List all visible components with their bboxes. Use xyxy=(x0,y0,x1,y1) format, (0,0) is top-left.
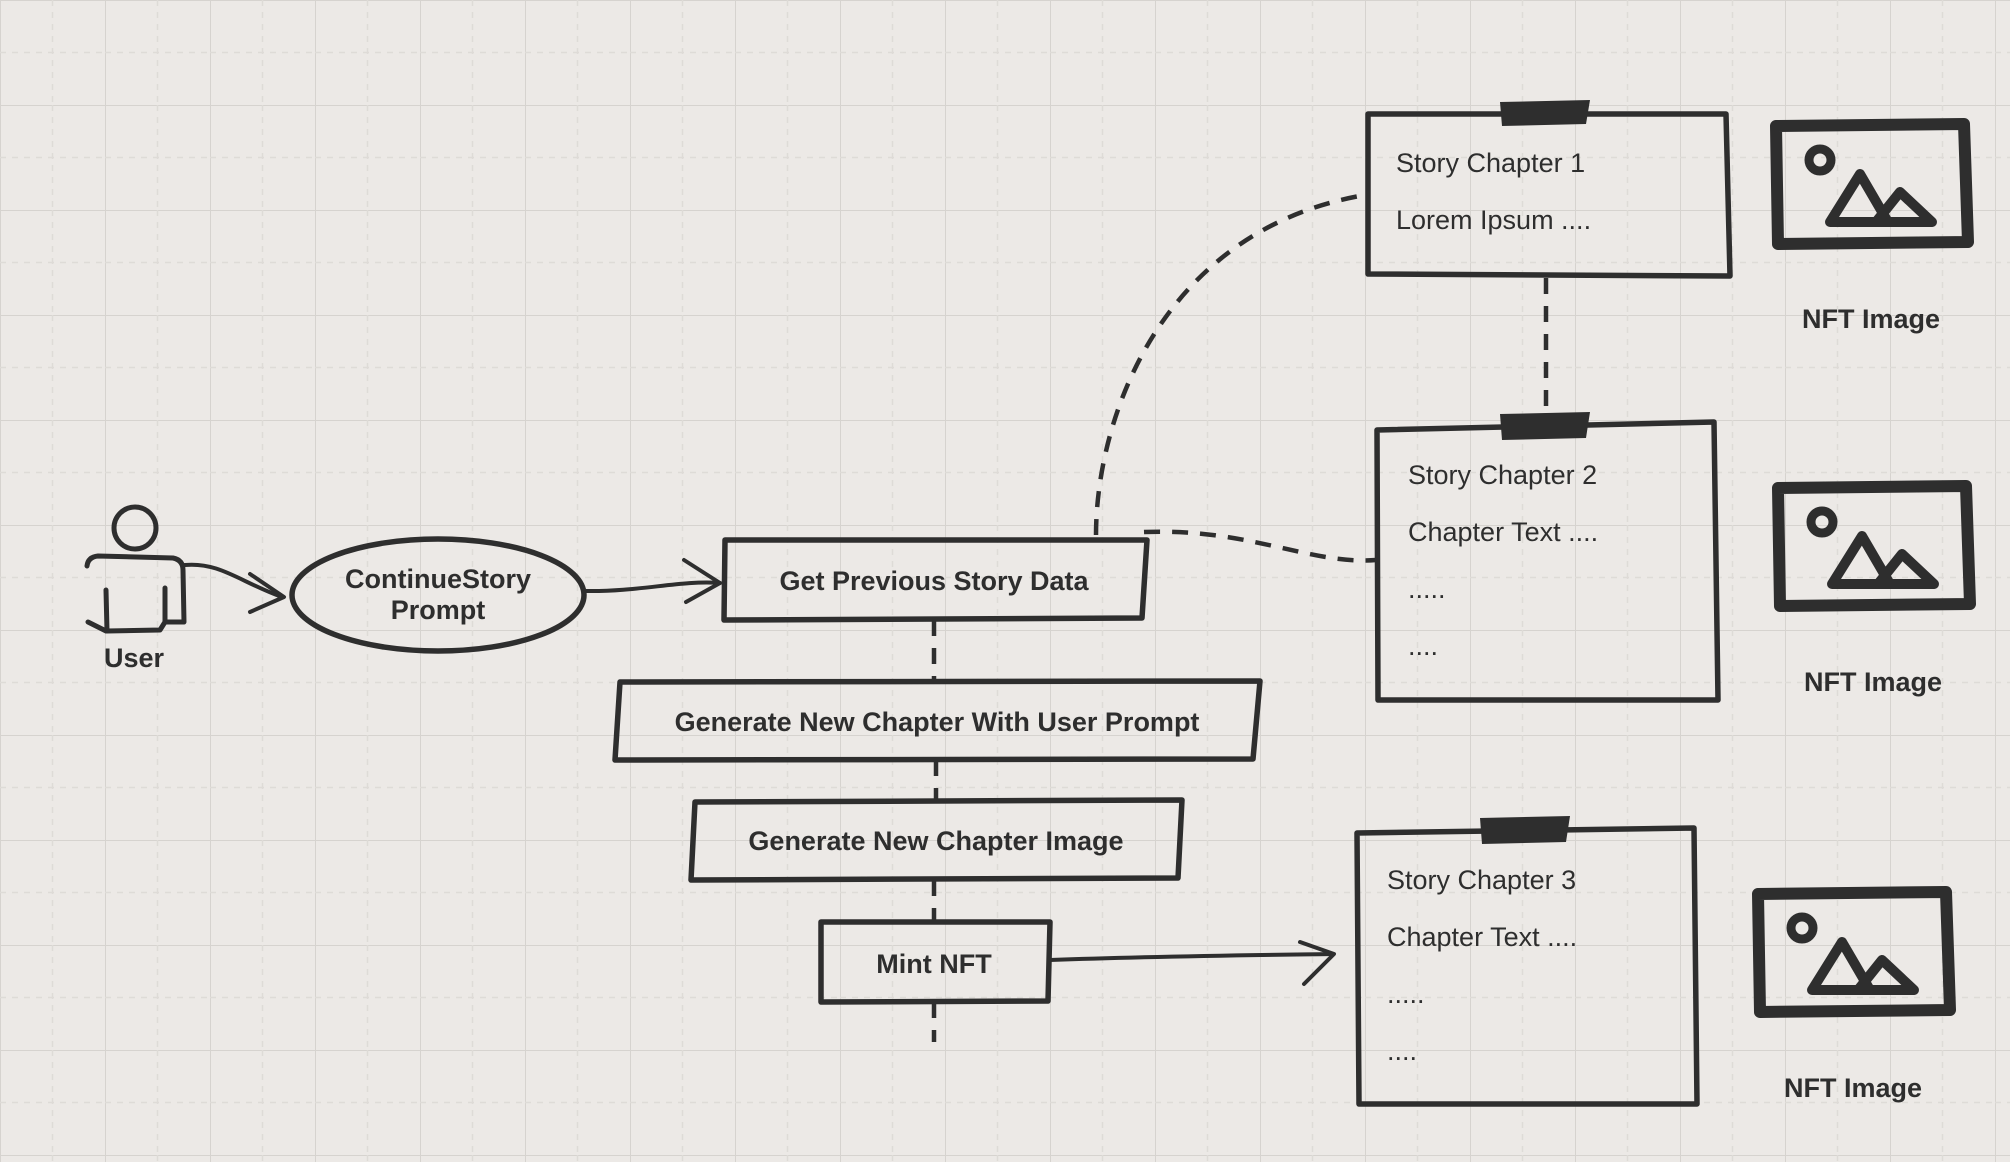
fetch-to-chapter2-link xyxy=(1143,529,1377,563)
nft-caption: NFT Image xyxy=(1804,667,1942,697)
prompt-label-line1: ContinueStory xyxy=(345,564,531,594)
prompt-label-line2: Prompt xyxy=(391,595,486,625)
step-mint-nft[interactable]: Mint NFT xyxy=(818,919,1053,1005)
step-label: Get Previous Story Data xyxy=(779,566,1089,596)
continue-story-prompt-node[interactable]: ContinueStory Prompt xyxy=(289,536,587,654)
nft-image-1[interactable]: NFT Image xyxy=(1770,118,1974,334)
step-label: Mint NFT xyxy=(876,949,992,979)
step-get-previous-story-data[interactable]: Get Previous Story Data xyxy=(721,537,1150,623)
chapter-line: ..... xyxy=(1408,574,1446,604)
nft-image-3[interactable]: NFT Image xyxy=(1752,886,1956,1103)
prompt-to-fetch-arrow xyxy=(583,580,722,594)
image-icon xyxy=(1772,480,1976,612)
image-icon xyxy=(1752,886,1956,1018)
chapter-line: Lorem Ipsum .... xyxy=(1396,205,1591,235)
chapter-line: .... xyxy=(1408,631,1438,661)
chapter-title: Story Chapter 2 xyxy=(1408,460,1597,490)
chapter-card-2[interactable]: Story Chapter 2 Chapter Text .... ..... … xyxy=(1374,412,1721,703)
chapter-line: .... xyxy=(1387,1036,1417,1066)
nft-image-2[interactable]: NFT Image xyxy=(1772,480,1976,697)
chapter-title: Story Chapter 3 xyxy=(1387,865,1576,895)
user-actor[interactable]: User xyxy=(84,504,187,673)
chapter-line: ..... xyxy=(1387,979,1425,1009)
tape-mark xyxy=(1500,100,1590,126)
connectors xyxy=(183,192,1549,1042)
image-icon xyxy=(1770,118,1974,250)
step-generate-chapter-image[interactable]: Generate New Chapter Image xyxy=(688,797,1185,883)
tape-mark xyxy=(1500,412,1590,440)
step-label: Generate New Chapter With User Prompt xyxy=(675,707,1200,737)
mint-to-chapter3-arrow xyxy=(1048,952,1334,962)
chapter-card-3[interactable]: Story Chapter 3 Chapter Text .... ..... … xyxy=(1354,816,1700,1107)
tape-mark xyxy=(1480,816,1570,844)
chapter-card-1[interactable]: Story Chapter 1 Lorem Ipsum .... xyxy=(1365,100,1733,279)
chapter-line: Chapter Text .... xyxy=(1387,922,1577,952)
chapter-title: Story Chapter 1 xyxy=(1396,148,1585,178)
nft-caption: NFT Image xyxy=(1802,304,1940,334)
step-generate-new-chapter[interactable]: Generate New Chapter With User Prompt xyxy=(612,678,1263,763)
step-label: Generate New Chapter Image xyxy=(748,826,1123,856)
nft-caption: NFT Image xyxy=(1784,1073,1922,1103)
chapter-line: Chapter Text .... xyxy=(1408,517,1598,547)
fetch-to-chapter1-link xyxy=(1093,192,1366,536)
user-label: User xyxy=(104,643,165,673)
user-icon xyxy=(84,504,187,634)
user-to-prompt-arrow xyxy=(183,562,284,599)
